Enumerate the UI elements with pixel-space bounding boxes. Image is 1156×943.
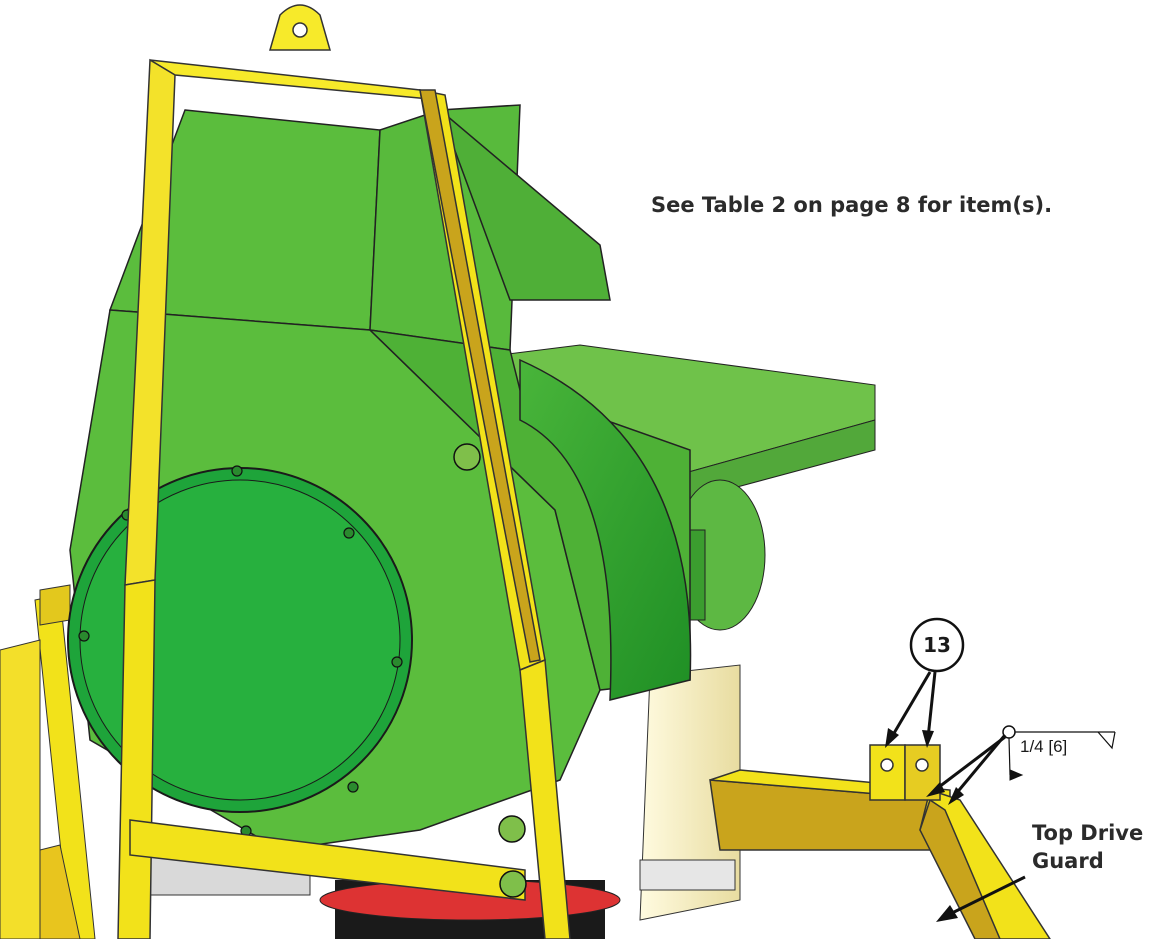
part-label-line2: Guard [1032, 849, 1104, 873]
arrowhead-right [922, 730, 934, 748]
table-reference-note: See Table 2 on page 8 for item(s). [651, 193, 1053, 217]
weld-size-label: 1/4 [6] [1020, 737, 1068, 756]
weld-symbol [926, 725, 1116, 805]
lifting-frame [117, 4, 571, 940]
guard-leader [936, 875, 1026, 922]
part-label-line1: Top Drive [1032, 821, 1144, 845]
leader-line-left [888, 671, 932, 741]
item-13-callout [885, 617, 965, 748]
left-support-legs [0, 584, 96, 940]
leader-line-right [926, 671, 937, 739]
arrowhead-left [885, 728, 899, 748]
item-number: 13 [923, 633, 951, 657]
frame-bolts [453, 443, 527, 898]
top-drive-guard [709, 744, 1052, 940]
